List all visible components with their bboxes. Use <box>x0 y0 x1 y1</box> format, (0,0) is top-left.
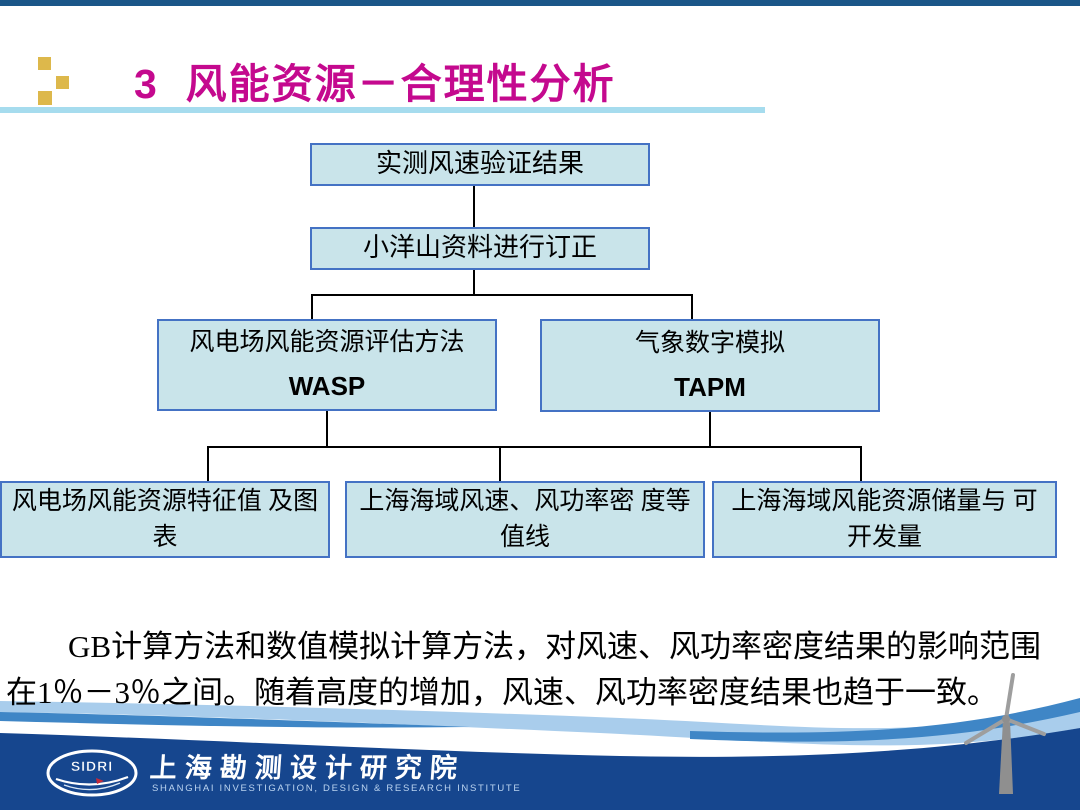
tapm-box-label: 气象数字模拟 <box>634 329 785 357</box>
sidri-logo: SIDRI <box>46 749 138 797</box>
wasp-box-label: 风电场风能资源评估方法 <box>189 329 465 357</box>
connector-line <box>473 186 475 227</box>
footer-wave-graphic <box>0 698 1080 810</box>
flowchart-box-measured-wind-validation: 实测风速验证结果 <box>310 143 650 186</box>
flowchart-box-isoline: 上海海域风速、风功率密 度等值线 <box>345 481 705 558</box>
gold-square-decor <box>56 76 69 89</box>
gold-square-decor <box>38 91 52 105</box>
flowchart-box-reserves: 上海海域风能资源储量与 可开发量 <box>712 481 1057 558</box>
connector-line <box>326 411 328 447</box>
flowchart-box-xiaoyangshan-correction: 小洋山资料进行订正 <box>310 227 650 270</box>
wind-turbine-image <box>964 673 1046 794</box>
connector-line <box>860 446 862 481</box>
connector-line <box>499 446 501 481</box>
slide-title: 3 风能资源－合理性分析 <box>134 61 616 107</box>
connector-line <box>709 412 711 447</box>
flowchart-box-characteristic-values: 风电场风能资源特征值 及图表 <box>0 481 330 558</box>
top-bar <box>0 0 1080 6</box>
connector-line <box>207 446 209 481</box>
connector-line <box>473 270 475 295</box>
body-paragraph: GB计算方法和数值模拟计算方法，对风速、风功率密度结果的影响范围在1％－3％之间… <box>6 629 1042 710</box>
org-name-chinese: 上海勘测设计研究院 <box>148 753 466 784</box>
tapm-box-sublabel: TAPM <box>674 371 746 402</box>
gold-square-decor <box>38 57 51 70</box>
connector-line <box>311 294 693 296</box>
wasp-box-sublabel: WASP <box>288 371 366 402</box>
connector-line <box>691 294 693 319</box>
connector-line <box>207 446 862 448</box>
flowchart-box-wasp: 风电场风能资源评估方法 WASP <box>157 319 497 411</box>
sidri-logo-text: SIDRI <box>71 758 113 774</box>
org-name-english: SHANGHAI INVESTIGATION, DESIGN & RESEARC… <box>152 783 522 794</box>
connector-line <box>311 294 313 319</box>
flowchart-box-tapm: 气象数字模拟 TAPM <box>540 319 880 412</box>
title-underline <box>0 107 765 113</box>
